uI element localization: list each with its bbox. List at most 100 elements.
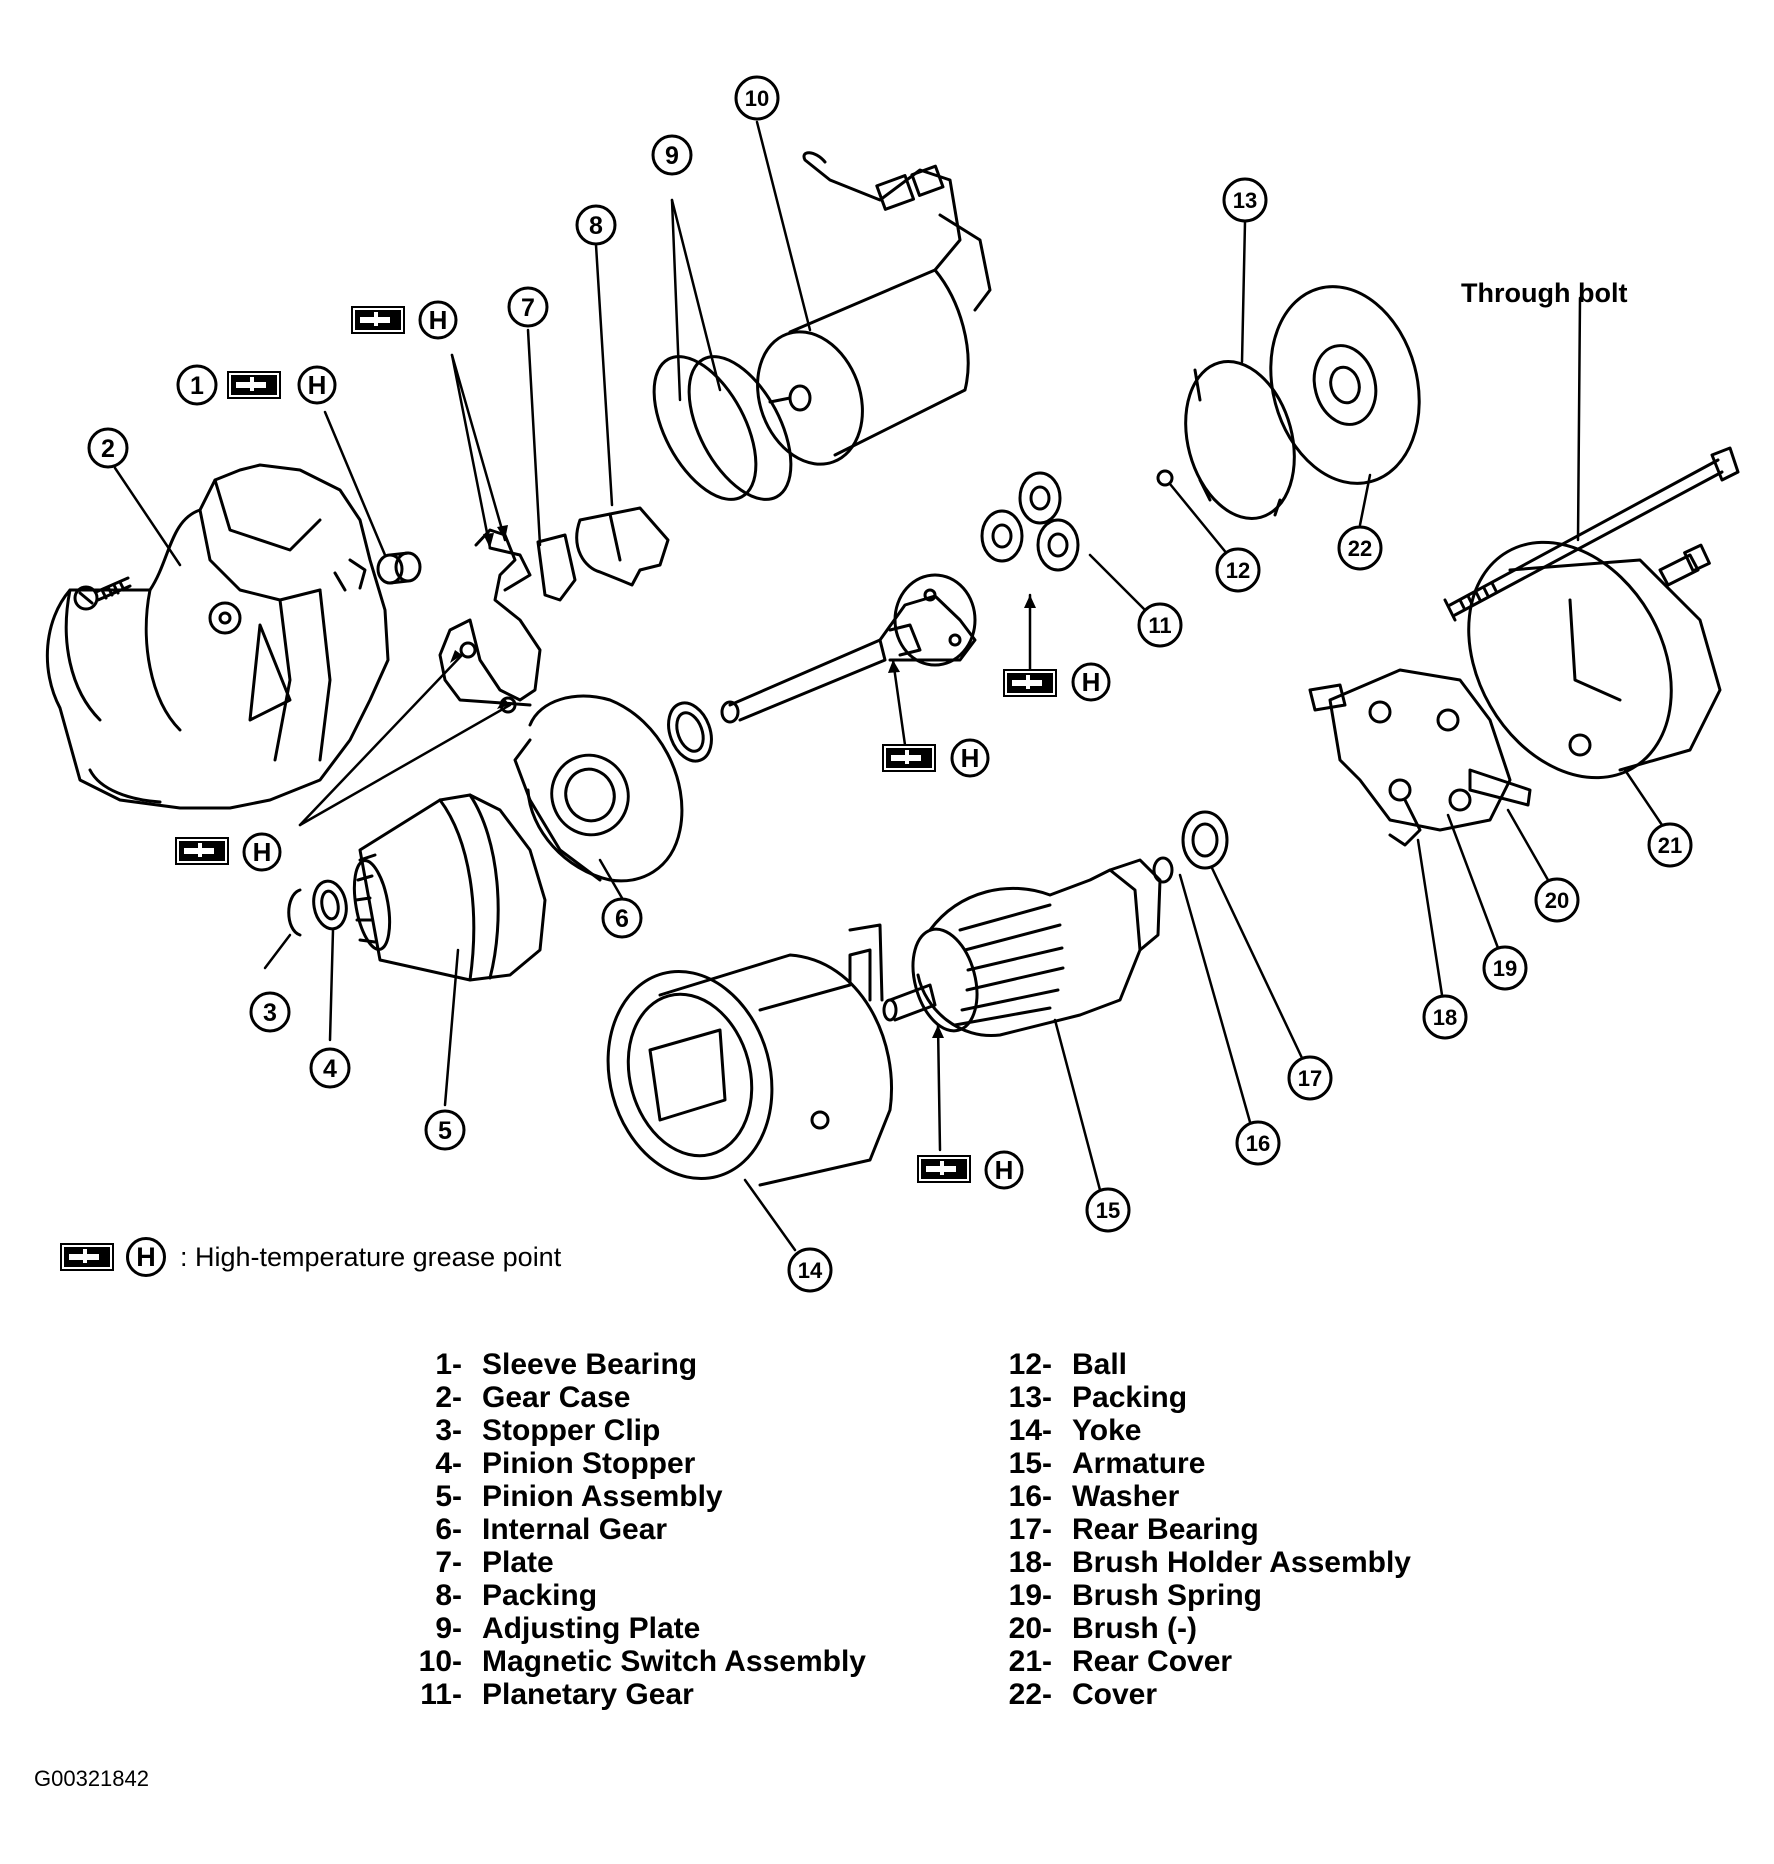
legend-row: 20- Brush (-) — [980, 1612, 1411, 1645]
svg-text:19: 19 — [1493, 956, 1517, 981]
callout-3: 3 — [249, 991, 291, 1033]
h-marks: H H H H H H — [242, 300, 1111, 1190]
armature-part — [882, 858, 1162, 1038]
svg-text:11: 11 — [1148, 613, 1171, 638]
legend-number: 2- — [435, 1381, 462, 1414]
legend-part-name: Brush (-) — [1072, 1612, 1197, 1645]
h-mark: H — [126, 1237, 166, 1277]
svg-text:18: 18 — [1433, 1005, 1457, 1030]
legend-number: 7- — [435, 1546, 462, 1579]
callout-14: 14 — [787, 1247, 833, 1293]
svg-text:13: 13 — [1233, 188, 1257, 213]
planetary-gear-part — [980, 471, 1080, 572]
legend-row: 12- Ball — [980, 1348, 1411, 1381]
svg-text:3: 3 — [263, 999, 277, 1027]
legend-number: 1- — [435, 1348, 462, 1381]
cover-bolt-part — [1658, 543, 1711, 587]
callout-8: 8 — [575, 204, 617, 246]
svg-text:6: 6 — [615, 905, 629, 933]
legend-number: 12- — [1008, 1348, 1052, 1381]
grease-gun-icon — [60, 1243, 114, 1271]
legend-number: 13- — [1008, 1381, 1052, 1414]
ball-part — [1156, 469, 1174, 487]
grease-marker — [175, 837, 229, 865]
legend-row: 18- Brush Holder Assembly — [980, 1546, 1411, 1579]
svg-text:10: 10 — [745, 86, 769, 111]
legend-row: 6- Internal Gear — [390, 1513, 866, 1546]
magnetic-switch-part — [756, 151, 992, 466]
adjusting-plate-part — [652, 355, 793, 501]
legend-row: 19-Brush Spring — [980, 1579, 1411, 1612]
callout-1: 1 — [176, 364, 218, 406]
legend-part-name: Washer — [1072, 1480, 1180, 1513]
grease-marker — [882, 744, 936, 772]
callout-2: 2 — [87, 427, 129, 469]
legend-number: 3- — [435, 1414, 462, 1447]
yoke-part — [606, 923, 893, 1187]
legend-row: 21-Rear Cover — [980, 1645, 1411, 1678]
parts-legend-right: 12-Ball 13-Packing 14-Yoke 15-Armature 1… — [980, 1348, 1411, 1711]
grease-legend: H : High-temperature grease point — [56, 1235, 561, 1279]
legend-part-name: Internal Gear — [482, 1513, 668, 1546]
callout-6: 6 — [601, 897, 643, 939]
svg-text:9: 9 — [665, 142, 679, 170]
legend-number: 18- — [1008, 1546, 1052, 1579]
legend-part-name: Packing — [1072, 1381, 1188, 1414]
callout-9: 9 — [651, 134, 693, 176]
internal-gear-part — [513, 694, 684, 883]
legend-part-name: Ball — [1072, 1348, 1128, 1381]
legend-row: 9-Adjusting Plate — [390, 1612, 866, 1645]
callout-15: 15 — [1085, 1187, 1131, 1233]
leader-lines — [113, 120, 1664, 1252]
legend-row: 5- Pinion Assembly — [390, 1480, 866, 1513]
legend-row: 14-Yoke — [980, 1414, 1411, 1447]
callout-4: 4 — [309, 1047, 351, 1089]
packing-part-13 — [1184, 360, 1296, 520]
callout-22: 22 — [1337, 525, 1383, 571]
packing-part-8 — [575, 506, 670, 587]
legend-number: 15- — [1008, 1447, 1052, 1480]
legend-part-name: Rear Cover — [1072, 1645, 1233, 1678]
legend-number: 6- — [435, 1513, 462, 1546]
h-mark: H — [242, 832, 282, 872]
callout-16: 16 — [1235, 1120, 1281, 1166]
through-bolt-label: Through bolt — [1461, 278, 1628, 308]
legend-part-name: Rear Bearing — [1072, 1513, 1259, 1546]
svg-text:5: 5 — [438, 1117, 452, 1145]
stopper-clip-part — [287, 888, 302, 937]
thrust-washer-part — [667, 701, 713, 763]
legend-number: 20- — [1008, 1612, 1052, 1645]
grease-marker — [917, 1155, 971, 1183]
grease-marker — [1003, 669, 1057, 697]
legend-number: 11- — [420, 1678, 462, 1711]
legend-part-name: Yoke — [1072, 1414, 1142, 1447]
legend-part-name: Stopper Clip — [482, 1414, 661, 1447]
rear-bearing-part — [1181, 810, 1229, 870]
pinion-shaft-part — [720, 573, 977, 724]
legend-row: 8-Packing — [390, 1579, 866, 1612]
brush-holder-part — [1308, 668, 1532, 847]
h-mark: H — [984, 1150, 1024, 1190]
legend-row: 2-Gear Case — [390, 1381, 866, 1414]
svg-text:17: 17 — [1298, 1066, 1322, 1091]
h-mark: H — [1071, 662, 1111, 702]
h-mark: H — [950, 738, 990, 778]
svg-text:1: 1 — [190, 372, 204, 400]
h-mark-text: H — [429, 305, 448, 335]
legend-part-name: Pinion Assembly — [482, 1480, 723, 1513]
callout-17: 17 — [1287, 1055, 1333, 1101]
legend-part-name: Planetary Gear — [482, 1678, 694, 1711]
legend-part-name: Brush Holder Assembly — [1072, 1546, 1411, 1579]
svg-text:7: 7 — [521, 294, 535, 322]
svg-text:16: 16 — [1246, 1131, 1270, 1156]
screw-part — [73, 576, 132, 611]
legend-row: 22-Cover — [980, 1678, 1411, 1711]
legend-number: 17- — [1008, 1513, 1052, 1546]
legend-number: 5- — [435, 1480, 462, 1513]
legend-number: 10- — [418, 1645, 462, 1678]
h-mark-text: H — [308, 370, 327, 400]
legend-row: 11- Planetary Gear — [390, 1678, 866, 1711]
legend-row: 1-Sleeve Bearing — [390, 1348, 866, 1381]
legend-number: 19- — [1008, 1579, 1052, 1612]
grease-marker — [351, 306, 405, 334]
